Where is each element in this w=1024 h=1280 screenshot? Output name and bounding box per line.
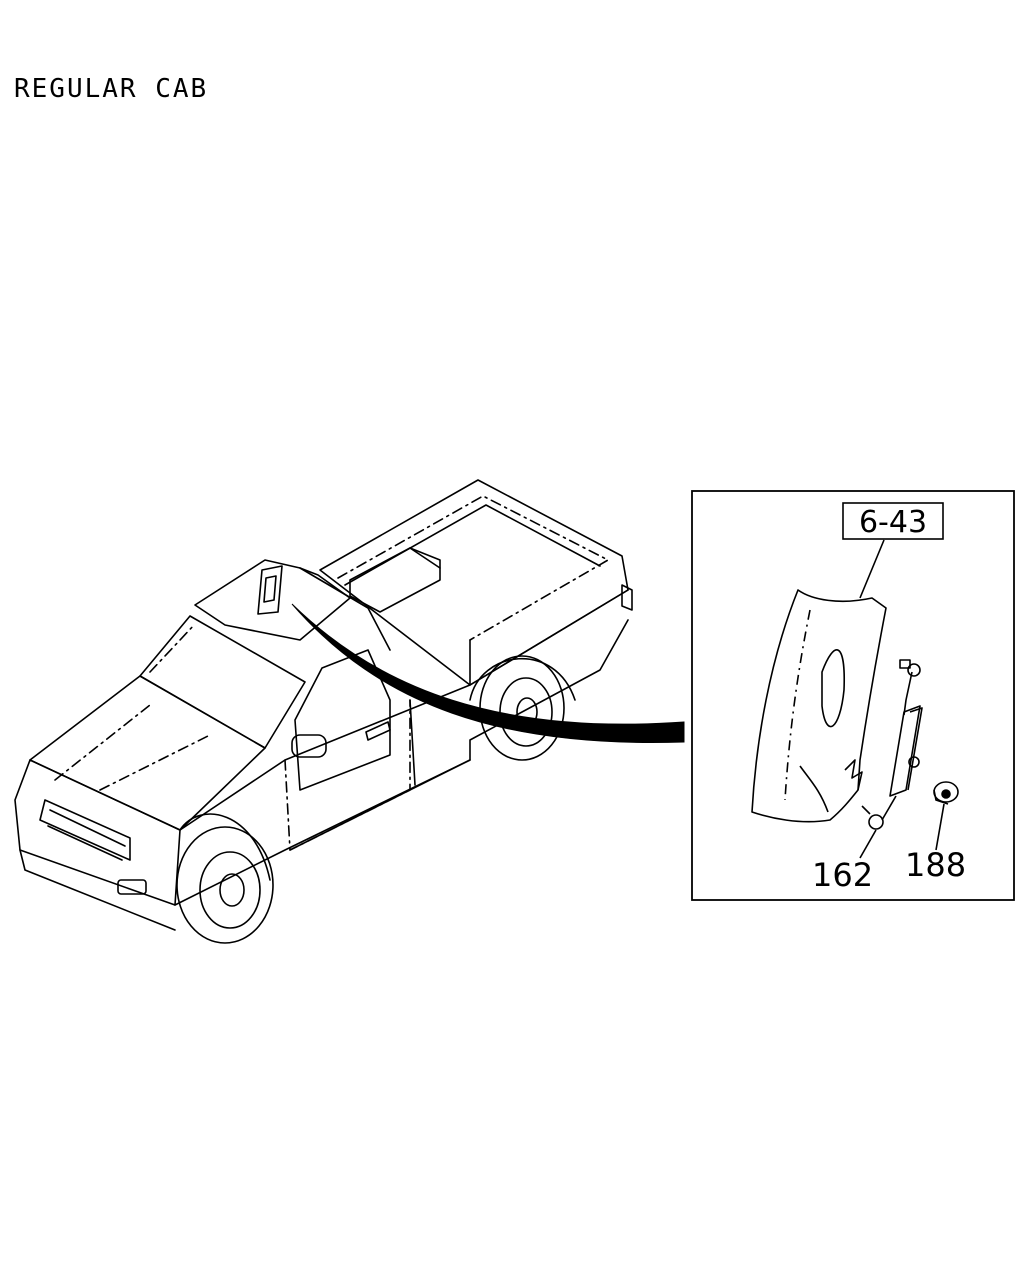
page-title: REGULAR CAB	[14, 74, 209, 104]
detail-box	[691, 490, 1015, 901]
callout-162: 162	[812, 856, 873, 894]
clip-part-188	[933, 781, 959, 805]
reference-box	[842, 502, 944, 540]
truck-illustration	[14, 479, 633, 944]
reference-label: 6-43	[859, 505, 927, 540]
callout-188: 188	[905, 846, 966, 884]
leader-sweep	[291, 603, 685, 744]
pillar-panel	[751, 589, 887, 823]
grip-handle	[861, 659, 923, 830]
